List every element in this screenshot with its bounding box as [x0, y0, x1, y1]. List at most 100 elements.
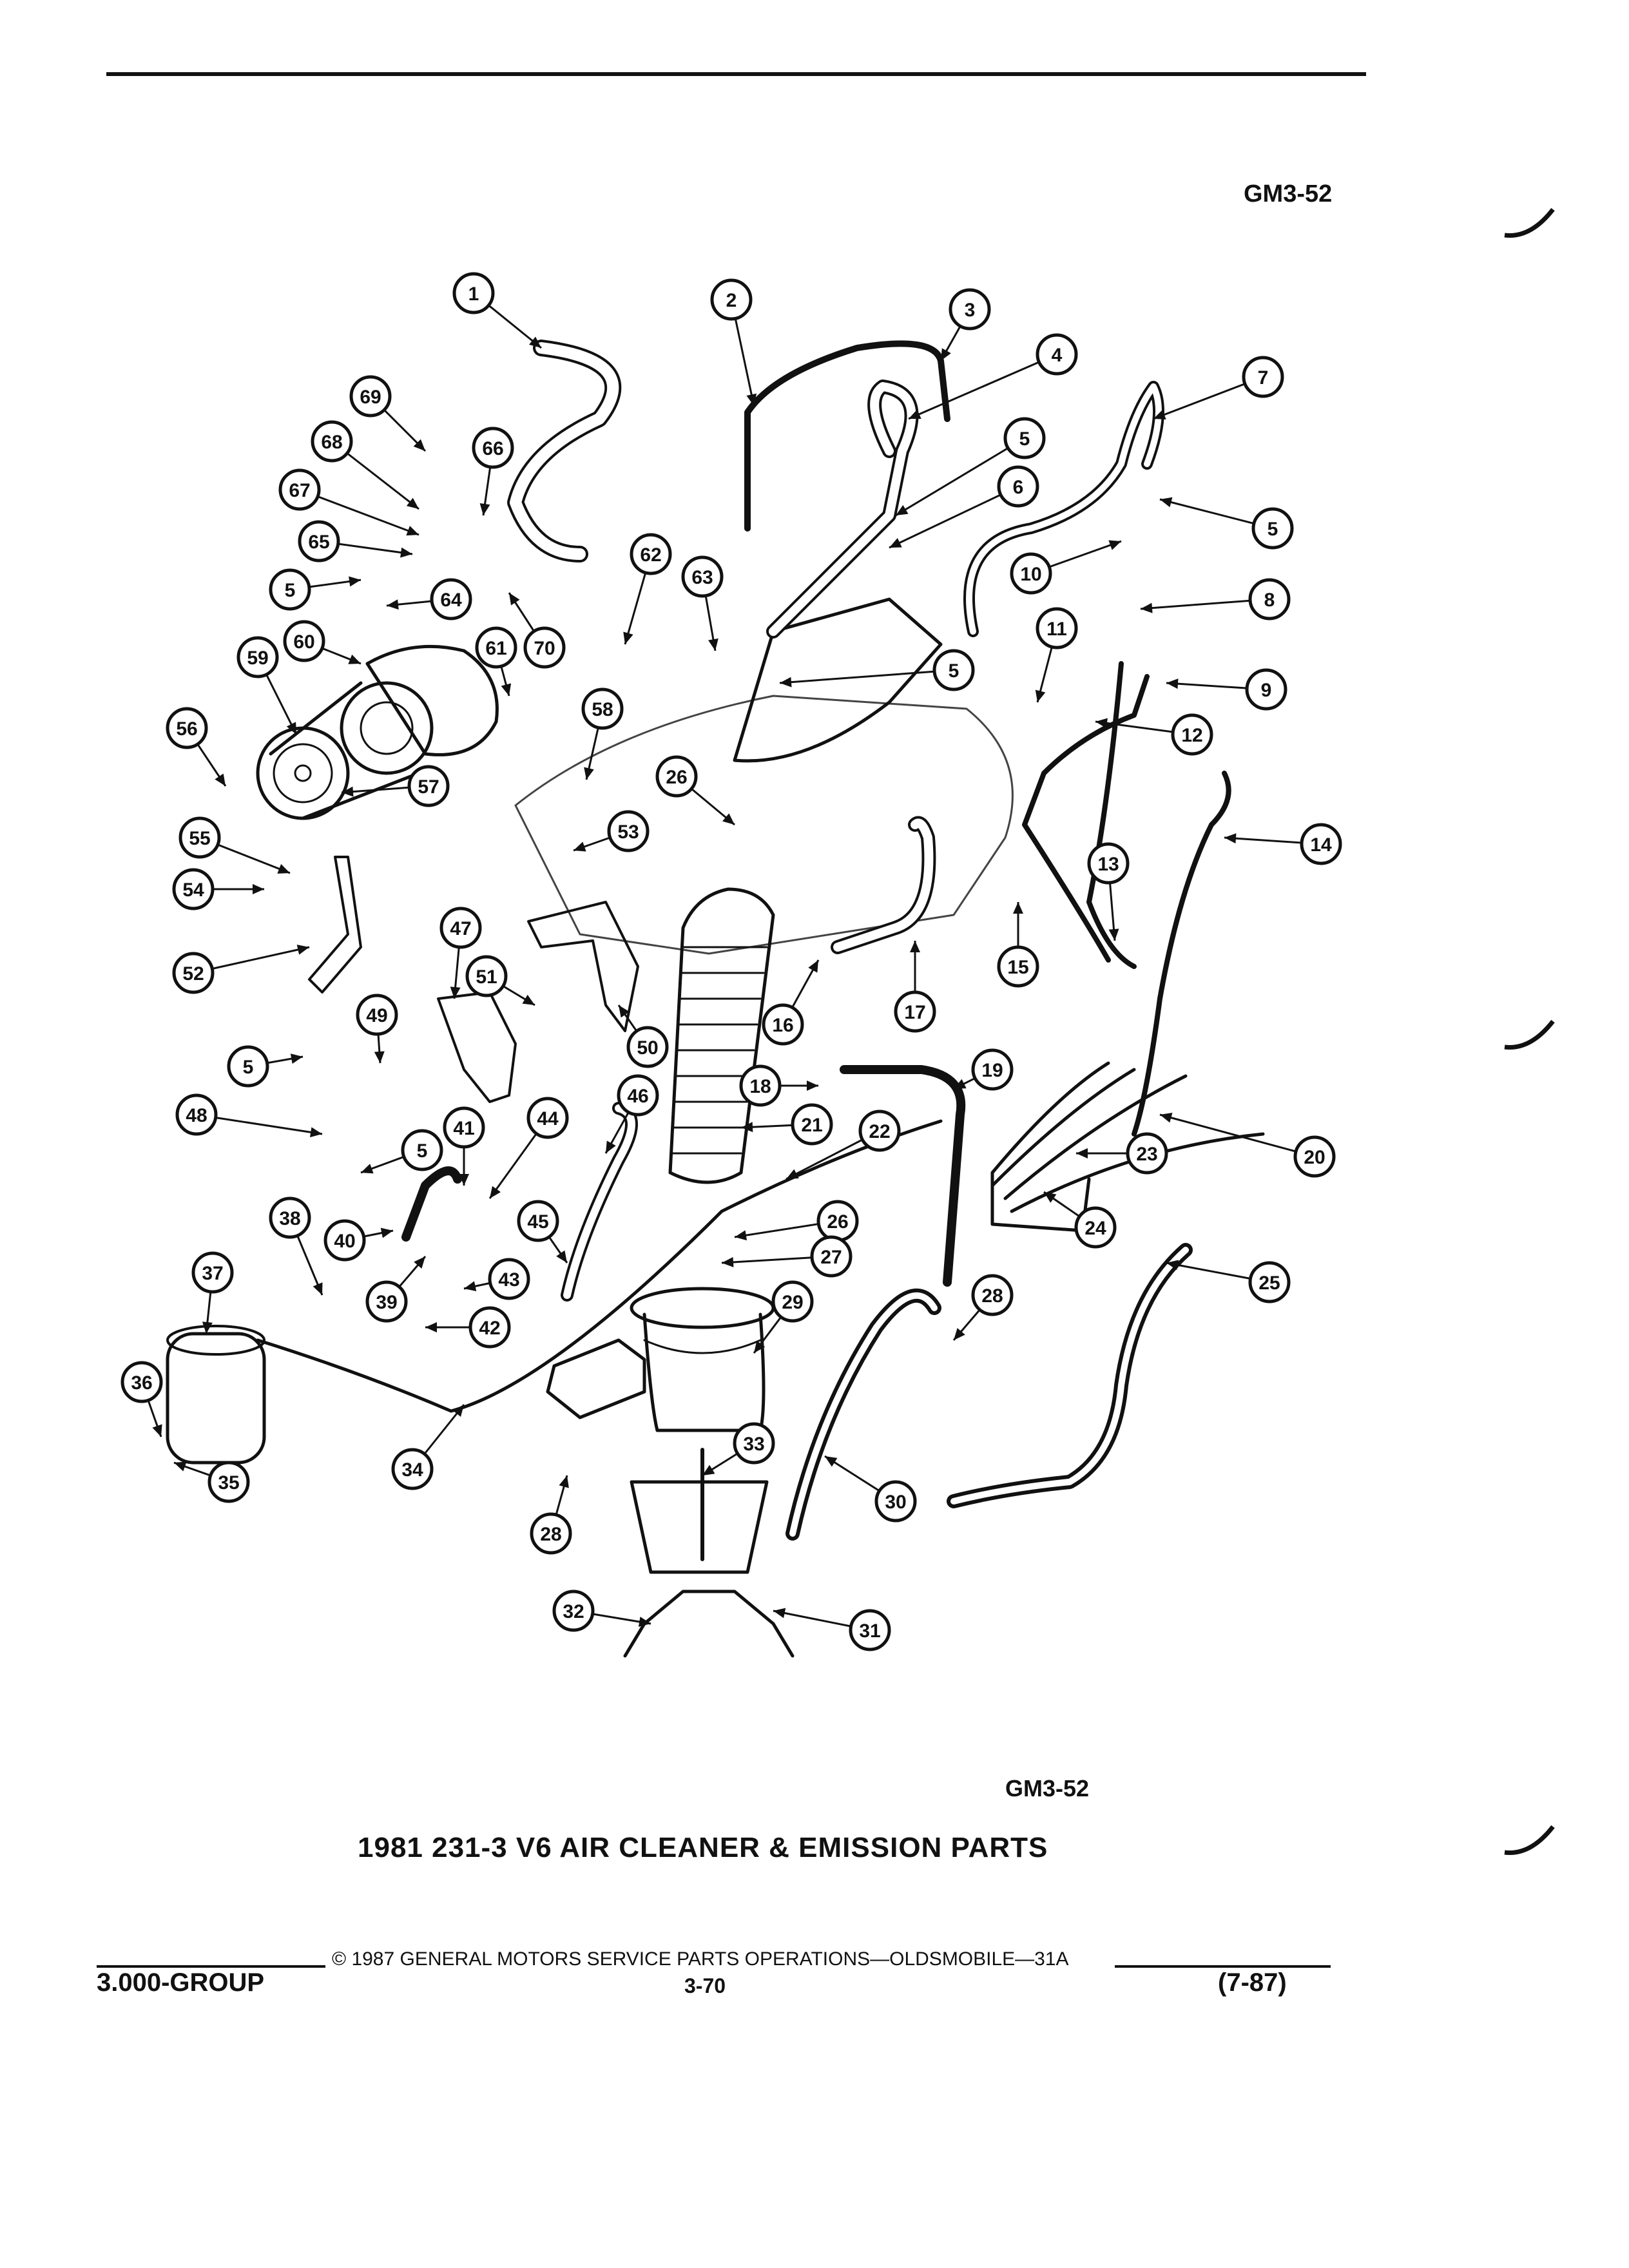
callout-5: 5	[227, 1045, 304, 1088]
callout-67: 67	[278, 468, 419, 536]
callout-circle	[452, 272, 495, 314]
arrowhead	[746, 393, 757, 406]
callout-20: 20	[1159, 1112, 1336, 1178]
callout-number: 13	[1097, 854, 1119, 875]
callout-61: 61	[475, 626, 517, 697]
callout-number: 33	[743, 1434, 764, 1455]
callout-number: 50	[637, 1037, 658, 1059]
callout-circle	[971, 1048, 1014, 1091]
arrowhead	[1035, 689, 1046, 702]
arrowhead	[741, 1122, 753, 1133]
callout-circle	[1251, 507, 1294, 550]
top-rule	[106, 72, 1366, 76]
arrowhead	[202, 1321, 213, 1334]
callout-70: 70	[508, 592, 566, 669]
callout-57: 57	[341, 765, 450, 807]
callout-number: 3	[965, 300, 976, 321]
arrowhead	[1160, 1112, 1173, 1123]
callout-number: 9	[1261, 680, 1272, 701]
callout-number: 61	[485, 638, 506, 659]
callout-circle	[430, 578, 472, 620]
callout-27: 27	[721, 1235, 853, 1278]
callout-circle	[1171, 713, 1213, 756]
callout-number: 35	[218, 1472, 239, 1494]
figure-id: GM3-52	[1005, 1775, 1090, 1802]
callout-19: 19	[953, 1048, 1014, 1091]
figure-title: 1981 231-3 V6 AIR CLEANER & EMISSION PAR…	[358, 1832, 1048, 1863]
arrowhead	[342, 786, 354, 797]
arrowhead	[638, 1617, 651, 1627]
callout-48: 48	[175, 1093, 323, 1138]
callout-28: 28	[952, 1274, 1014, 1341]
arrowhead	[1166, 1260, 1179, 1271]
leader-line	[889, 485, 1019, 549]
callout-5: 5	[895, 417, 1046, 517]
callout-31: 31	[773, 1608, 891, 1651]
binder-mark-icon	[1504, 1825, 1555, 1855]
callout-number: 14	[1310, 834, 1332, 856]
callout-circle	[175, 1093, 218, 1136]
callout-circle	[298, 520, 340, 562]
callout-circle	[1126, 1132, 1168, 1175]
leader-line	[779, 669, 954, 684]
callout-number: 36	[131, 1372, 152, 1394]
callout-number: 25	[1258, 1273, 1280, 1294]
callout-24: 24	[1043, 1191, 1117, 1249]
callout-1: 1	[452, 272, 542, 349]
callout-number: 51	[476, 966, 497, 988]
callout-12: 12	[1095, 713, 1213, 756]
callout-29: 29	[753, 1280, 814, 1354]
callout-2: 2	[710, 278, 757, 407]
callout-30: 30	[824, 1455, 917, 1523]
arrowhead	[896, 505, 909, 515]
callout-59: 59	[236, 636, 298, 735]
callout-45: 45	[517, 1200, 568, 1264]
callout-circle	[530, 1512, 572, 1555]
callout-number: 63	[691, 567, 713, 588]
callout-number: 6	[1013, 477, 1024, 498]
callout-number: 31	[859, 1620, 880, 1642]
callout-15: 15	[997, 902, 1039, 988]
callout-number: 68	[321, 432, 342, 453]
arrowhead	[374, 1051, 385, 1063]
callout-number: 43	[498, 1269, 519, 1291]
callout-number: 2	[726, 290, 737, 311]
callout-50: 50	[617, 1004, 669, 1068]
callout-38: 38	[269, 1196, 323, 1296]
arrowhead	[464, 1281, 477, 1292]
callout-36: 36	[120, 1361, 163, 1437]
callout-13: 13	[1087, 842, 1130, 941]
callout-17: 17	[894, 941, 936, 1033]
callout-49: 49	[356, 994, 398, 1064]
callout-55: 55	[178, 816, 291, 874]
binder-mark-icon	[1504, 1019, 1555, 1050]
callout-60: 60	[283, 620, 361, 665]
callout-circle	[517, 1200, 559, 1242]
callout-63: 63	[681, 555, 724, 651]
arrowhead	[450, 986, 461, 999]
callout-number: 40	[334, 1231, 355, 1252]
callout-41: 41	[443, 1106, 485, 1186]
arrowhead	[452, 1405, 464, 1418]
arrowhead	[509, 593, 520, 606]
arrowhead	[479, 503, 490, 515]
arrowhead	[606, 1140, 616, 1153]
callout-circle	[1245, 668, 1287, 711]
callout-23: 23	[1076, 1132, 1168, 1175]
callout-5: 5	[1159, 497, 1294, 550]
callout-circle	[971, 1274, 1014, 1316]
callout-circle	[1293, 1135, 1336, 1178]
callout-circle	[1036, 607, 1078, 649]
page-number: 3-70	[684, 1974, 726, 1997]
callout-65: 65	[298, 520, 413, 562]
callout-number: 26	[666, 767, 687, 788]
arrowhead	[361, 1164, 374, 1174]
callout-number: 67	[289, 480, 310, 501]
callout-circle	[365, 1280, 408, 1323]
callout-circle	[283, 620, 325, 662]
callout-circle	[762, 1003, 804, 1046]
arrowhead	[825, 1456, 838, 1467]
arrowhead	[735, 1230, 747, 1241]
callout-number: 23	[1136, 1144, 1157, 1165]
callout-number: 49	[366, 1005, 387, 1026]
